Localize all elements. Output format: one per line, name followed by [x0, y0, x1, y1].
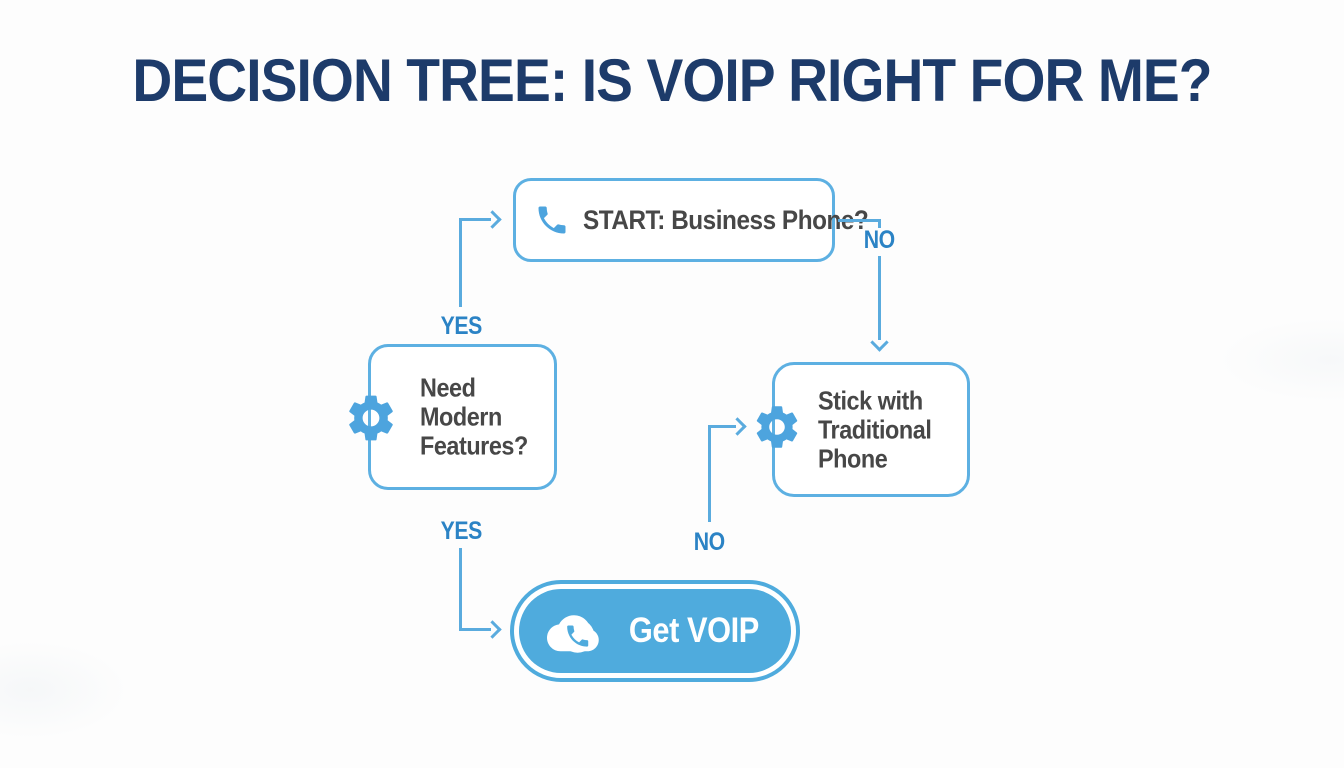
arrowhead-into-traditional-top	[870, 333, 889, 352]
arrowhead-into-voip	[483, 620, 502, 639]
edge-yes-to-start-horizontal	[459, 218, 491, 221]
stick-traditional-phone-label: Stick with Traditional Phone	[818, 385, 932, 473]
edge-no-to-traditional-vertical	[708, 427, 711, 522]
edge-label-yes-top: YES	[440, 312, 483, 340]
edge-yes-to-start-vertical	[459, 220, 462, 307]
gear-icon	[349, 395, 393, 441]
phone-icon	[538, 206, 566, 234]
gear-icon	[756, 406, 798, 448]
arrowhead-into-traditional-left	[728, 417, 747, 436]
cloud-phone-icon	[546, 615, 599, 653]
edge-yes-to-voip-horizontal	[459, 628, 491, 631]
edge-no-to-traditional-horizontal	[708, 425, 736, 428]
get-voip-button[interactable]: Get VOIP	[510, 580, 800, 682]
get-voip-button-face: Get VOIP	[519, 589, 791, 673]
arrowhead-into-start	[483, 210, 502, 229]
node-stick-traditional-phone: Stick with Traditional Phone	[756, 362, 970, 497]
edge-yes-to-voip-vertical	[459, 548, 462, 630]
edge-no-from-start-horizontal	[838, 219, 881, 222]
node-start-business-phone: START: Business Phone?	[513, 178, 869, 262]
edge-label-no-bottom: NO	[693, 528, 725, 556]
page-title: DECISION TREE: IS VOIP RIGHT FOR ME?	[132, 47, 1212, 114]
get-voip-button-label: Get VOIP	[628, 611, 759, 650]
start-node-label: START: Business Phone?	[583, 204, 869, 235]
node-need-modern-features: Need Modern Features?	[349, 344, 557, 490]
need-modern-features-label: Need Modern Features?	[420, 372, 528, 461]
edge-label-yes-bottom: YES	[440, 517, 483, 545]
edge-no-from-start-stub	[878, 219, 881, 228]
edge-no-from-start-vertical	[878, 256, 881, 340]
edge-label-no-right: NO	[863, 226, 895, 254]
